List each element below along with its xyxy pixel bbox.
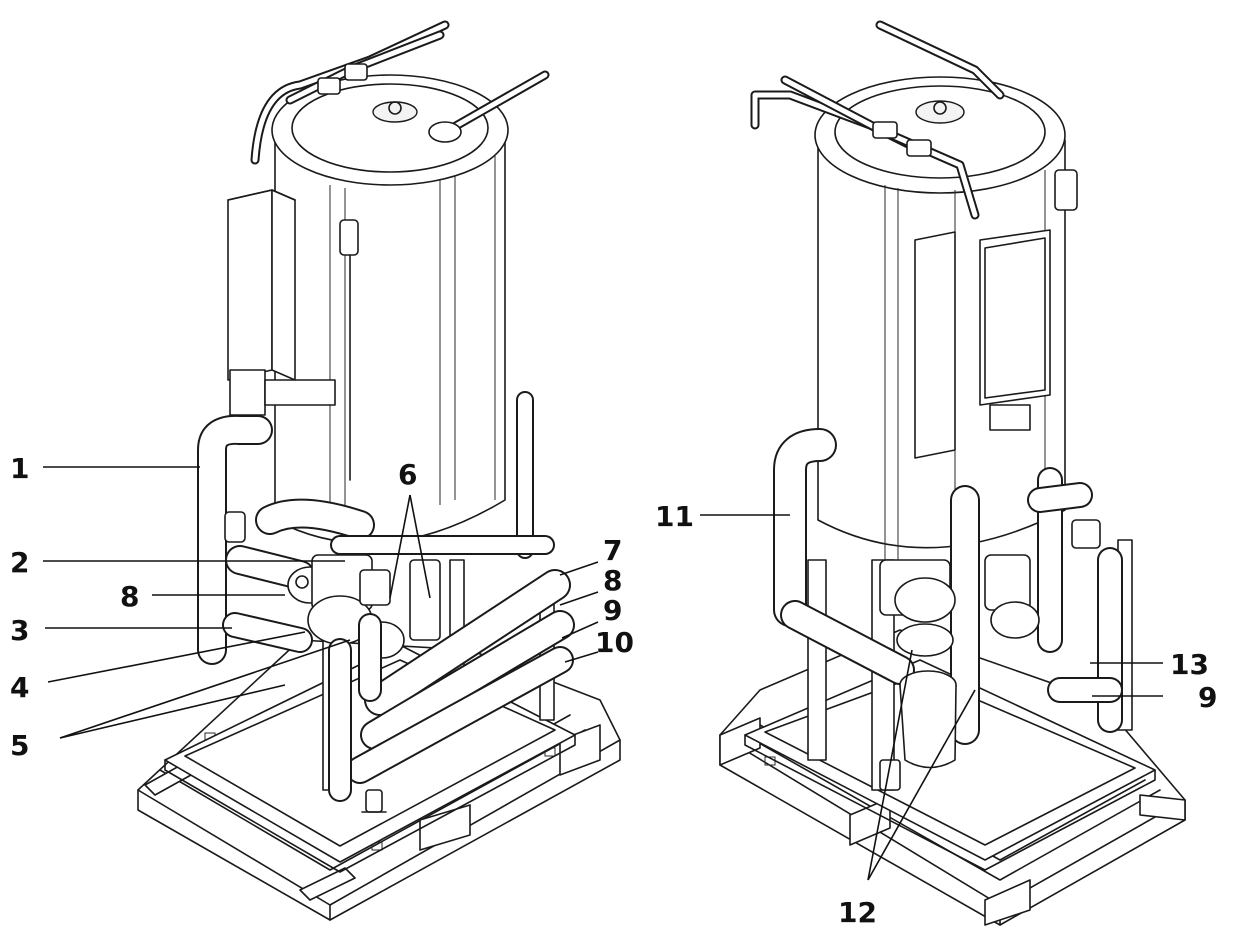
callout-5: 5 [10, 729, 29, 762]
callout-4: 4 [10, 671, 29, 704]
right-valve-block [879, 519, 1101, 657]
left-drain-valve [361, 789, 387, 813]
right-top-pipework [750, 20, 1078, 220]
callout-6: 6 [398, 458, 417, 491]
callout-13: 13 [1170, 648, 1209, 681]
callout-9b: 9 [1198, 681, 1217, 714]
left-vertical-pipe [197, 414, 273, 665]
right-unit-view [719, 20, 1186, 926]
callout-11: 11 [655, 500, 694, 533]
left-column-filter [339, 219, 359, 481]
callout-1: 1 [10, 452, 29, 485]
callout-3: 3 [10, 614, 29, 647]
left-front-pipe-rack [328, 569, 575, 802]
left-top-pipework [250, 20, 550, 165]
leader-lines [43, 466, 1163, 881]
callout-8b: 8 [603, 564, 622, 597]
left-unit-view [137, 20, 621, 921]
callout-8: 8 [120, 580, 139, 613]
callout-10: 10 [595, 626, 634, 659]
right-filter-housings [914, 229, 1051, 459]
callout-7: 7 [603, 534, 622, 567]
right-drain-bowl [879, 670, 957, 791]
callout-9: 9 [603, 594, 622, 627]
left-main-vessel [271, 74, 509, 545]
left-valve-block [224, 511, 441, 659]
callout-2: 2 [10, 546, 29, 579]
right-loop-pipe [773, 428, 915, 685]
right-risers [950, 467, 1123, 745]
left-crossing-pipes [222, 498, 555, 653]
callout-12: 12 [838, 896, 877, 929]
left-filter-housing [227, 189, 336, 416]
callout-labels: 1 2 8 3 4 5 6 7 8 9 10 11 13 9 12 [10, 452, 1217, 929]
